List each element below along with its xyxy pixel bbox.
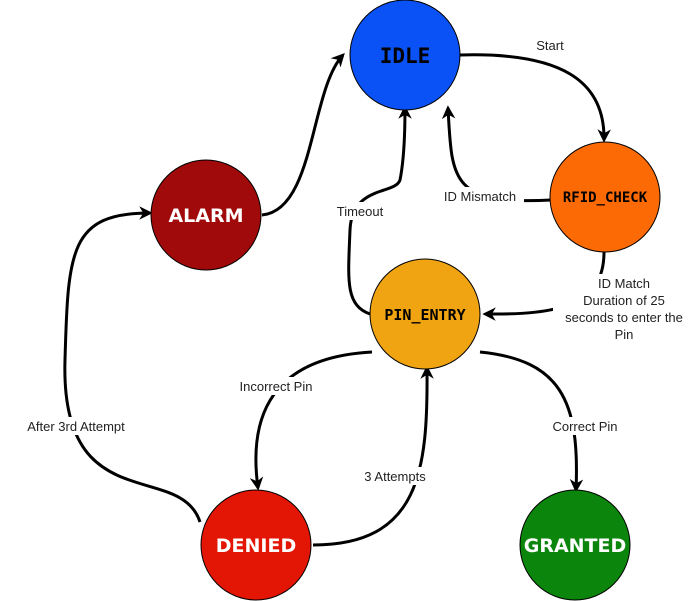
label-bg-correct-pin [544, 417, 626, 435]
edge-label-after-3rd-attempt: After 3rd Attempt [27, 419, 125, 434]
state-denied-circle [200, 489, 312, 601]
state-rfid-check-circle [549, 141, 661, 253]
state-rfid-check-label: RFID_CHECK [563, 190, 648, 206]
state-pin-entry-label: PIN_ENTRY [384, 306, 465, 324]
edge-correct-pin [479, 350, 584, 493]
state-alarm-circle [150, 159, 262, 271]
state-granted[interactable]: GRANTED [519, 489, 631, 601]
edge-alarm-to-idle [261, 53, 345, 217]
label-bg-incorrect-pin [230, 377, 324, 395]
label-bg-id-mismatch [436, 187, 524, 205]
edge-id-mismatch [441, 105, 552, 203]
edge-label-id-match-line-2: Duration of 25 [583, 293, 665, 308]
edge-label-correct-pin: Correct Pin [552, 419, 617, 434]
edge-label-id-match-line-1: ID Match [598, 276, 650, 291]
state-granted-label: GRANTED [524, 535, 627, 557]
state-rfid-check[interactable]: RFID_CHECK [549, 141, 661, 253]
state-pin-entry-circle [369, 258, 481, 370]
state-denied-label: DENIED [216, 535, 296, 557]
edge-after-3rd-attempt [63, 206, 202, 523]
state-alarm[interactable]: ALARM [150, 159, 262, 271]
edge-label-id-match-line-3: seconds to enter the [565, 310, 683, 325]
state-denied[interactable]: DENIED [200, 489, 312, 601]
state-granted-circle [519, 489, 631, 601]
edge-label-three-attempts: 3 Attempts [364, 469, 426, 484]
edge-three-attempts [312, 365, 434, 547]
edge-incorrect-pin [249, 350, 373, 491]
label-bg-timeout [332, 202, 388, 220]
state-alarm-label: ALARM [168, 205, 243, 227]
edge-timeout [347, 105, 412, 316]
state-idle-circle [349, 0, 461, 111]
label-bg-id-match [553, 274, 695, 346]
edge-label-start: Start [536, 38, 564, 53]
edge-label-timeout: Timeout [337, 204, 384, 219]
state-idle[interactable]: IDLE [349, 0, 461, 111]
edge-label-id-match-line-4: Pin [615, 327, 634, 342]
label-bg-three-attempts [356, 467, 434, 485]
state-idle-label: IDLE [380, 44, 431, 68]
edge-start [459, 53, 611, 143]
label-bg-start [530, 36, 570, 54]
state-pin-entry[interactable]: PIN_ENTRY [369, 258, 481, 370]
edge-label-incorrect-pin: Incorrect Pin [240, 379, 313, 394]
edge-label-id-mismatch: ID Mismatch [444, 189, 516, 204]
label-bg-after-3rd [16, 417, 136, 435]
